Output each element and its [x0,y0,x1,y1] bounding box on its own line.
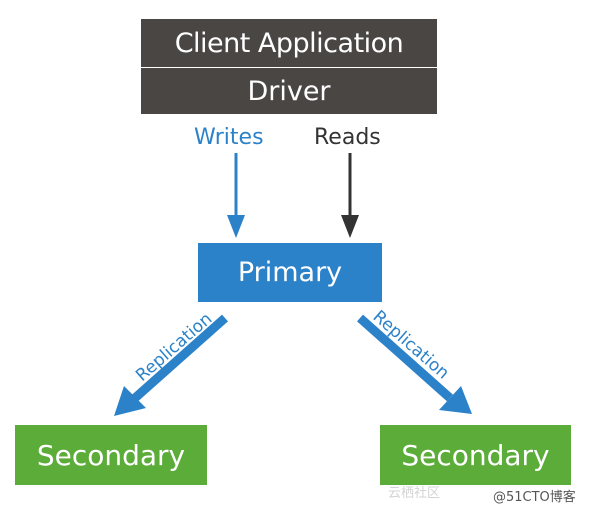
reads-arrow [341,153,359,238]
reads-label: Reads [314,125,381,150]
writes-arrow [227,153,245,238]
primary-node: Primary [198,243,382,302]
replication-label-left: Replication [132,309,216,386]
watermark-right: @51CTO博客 [493,490,576,505]
replication-arrow-right [357,314,472,414]
replication-label-right: Replication [369,307,453,384]
replication-arrow-left [114,314,228,416]
watermark-left: 云栖社区 [388,486,441,501]
secondary-node-left: Secondary [15,425,207,485]
secondary-node-right: Secondary [380,425,571,485]
driver-box: Driver [141,68,437,114]
client-application-box: Client Application [141,19,437,67]
writes-label: Writes [194,125,264,150]
